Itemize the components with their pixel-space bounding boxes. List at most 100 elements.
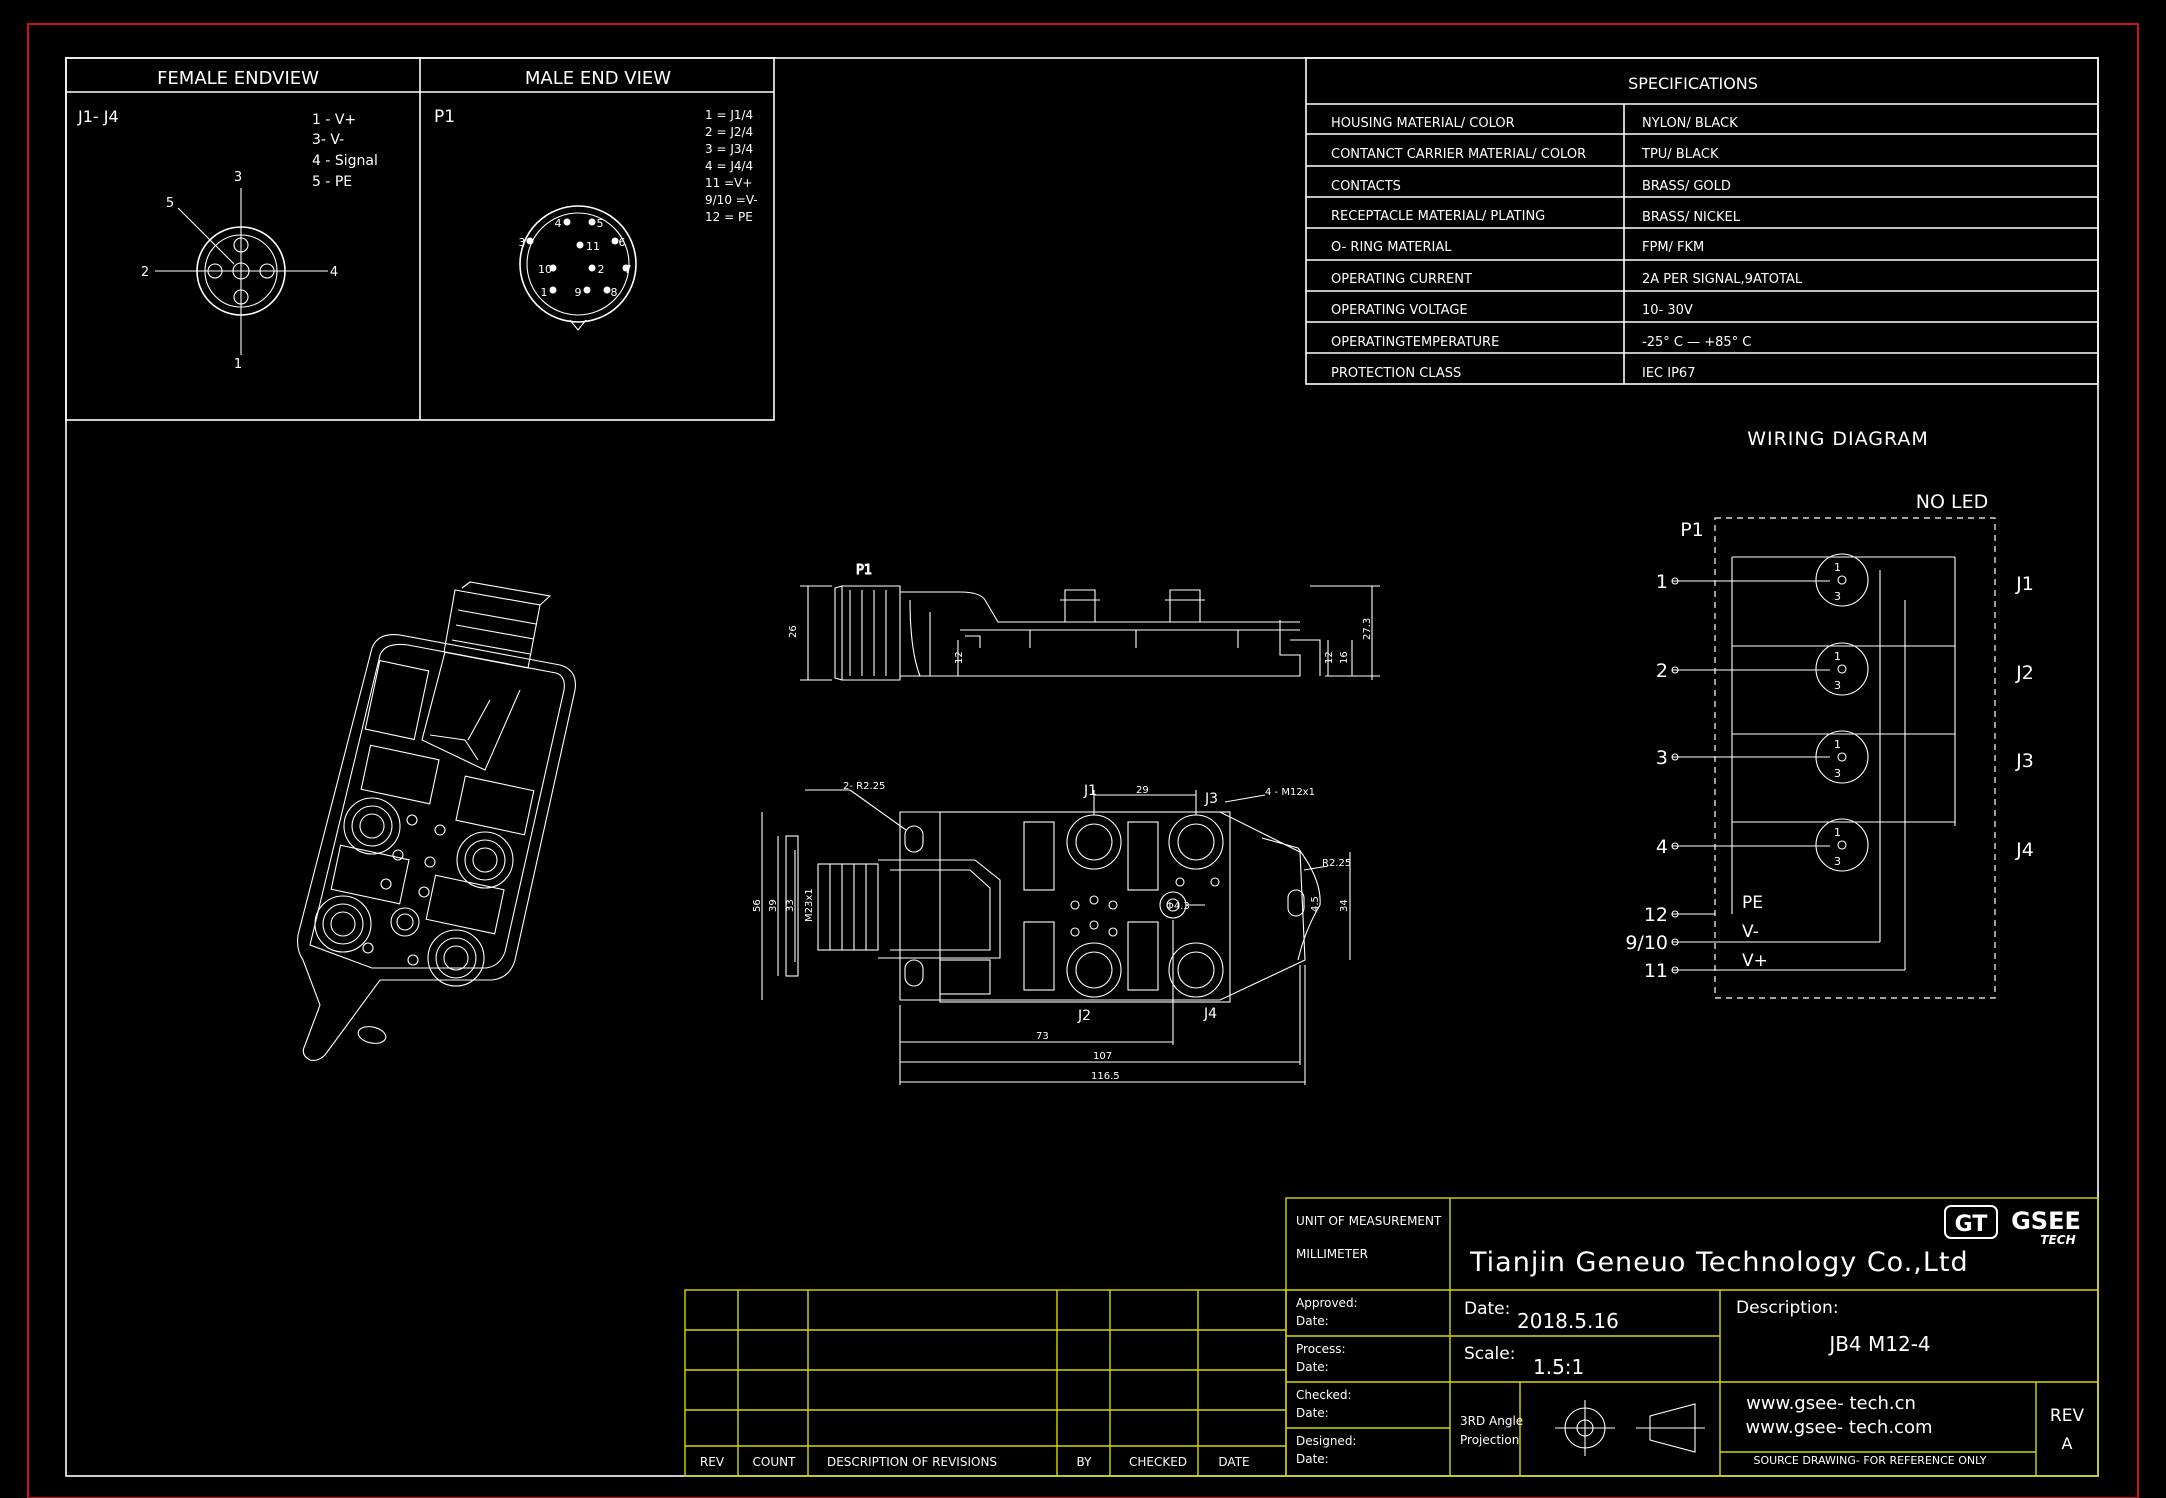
male-view-label: P1 [434,107,455,127]
male-pin-3: 3 [519,236,526,249]
wiring-jack-pin-1b: 1 [1834,650,1841,663]
wiring-jack-j1: J1 [2015,573,2034,595]
female-legend-2: 4 - Signal [312,153,378,169]
spec-label-4: O- RING MATERIAL [1331,240,1452,255]
spec-value-3: BRASS/ NICKEL [1642,210,1741,225]
wiring-left-pin-2: 2 [1656,660,1668,682]
female-pin-2: 2 [141,265,149,280]
top-dim-m23x1: M23x1 [804,888,815,922]
wiring-jack-pin-3: 3 [1834,590,1841,603]
top-jack-j4: J4 [1203,1006,1217,1022]
top-view: J1 J3 J2 J4 2- R2.25 29 4 - M12x1 R2.25 … [752,781,1351,1085]
male-legend-2: 3 = J3/4 [705,142,753,156]
spec-title: SPECIFICATIONS [1628,74,1758,93]
rev-header-checked: CHECKED [1129,1455,1187,1469]
wiring-left-pin-9-10: 9/10 [1625,932,1668,954]
wiring-jack-pin-3c: 3 [1834,767,1841,780]
projection-label-2: Projection [1460,1433,1519,1447]
male-connector-diagram: 1 2 3 4 5 6 7 8 9 10 11 [519,205,637,331]
unit-label: UNIT OF MEASUREMENT [1296,1214,1442,1228]
wiring-jack-pin-1c: 1 [1834,738,1841,751]
male-pin-10: 10 [538,263,552,276]
checked-label: Checked: [1296,1388,1352,1402]
date-label: Date: [1464,1299,1510,1319]
side-view: P1 26 12 12 16 27.3 [788,562,1380,681]
wiring-jack-j2: J2 [2015,662,2034,684]
wiring-signal-v-plus: V+ [1742,951,1768,971]
male-legend-4: 11 =V+ [705,176,752,190]
spec-value-2: BRASS/ GOLD [1642,179,1731,194]
source-note: SOURCE DRAWING- FOR REFERENCE ONLY [1753,1454,1986,1467]
rev-header-description: DESCRIPTION OF REVISIONS [827,1455,997,1469]
side-dim-27-3: 27.3 [1362,618,1373,640]
spec-label-7: OPERATINGTEMPERATURE [1331,335,1499,350]
female-legend-3: 5 - PE [312,174,352,190]
male-legend-3: 4 = J4/4 [705,159,753,173]
side-dim-12a: 12 [954,651,965,664]
url-com: www.gsee- tech.com [1745,1417,1932,1438]
male-view-title: MALE END VIEW [525,68,671,89]
end-views-box: FEMALE ENDVIEW MALE END VIEW J1- J4 P1 1… [65,57,775,421]
male-pin-7: 7 [625,263,632,276]
rev-header-by: BY [1077,1455,1093,1469]
approved-label: Approved: [1296,1296,1358,1310]
top-dim-m12x1: 4 - M12x1 [1265,787,1315,798]
side-dim-26: 26 [788,625,799,638]
spec-label-3: RECEPTACLE MATERIAL/ PLATING [1331,209,1545,224]
male-pin-2: 2 [598,263,605,276]
female-view-label: J1- J4 [77,107,119,126]
female-pin-5: 5 [166,196,174,211]
wiring-jack-pin-3d: 3 [1834,855,1841,868]
wiring-left-pin-11: 11 [1644,960,1668,982]
wiring-left-pin-1: 1 [1656,571,1668,593]
top-dim-33: 33 [785,899,796,912]
wiring-jack-j3: J3 [2015,750,2034,772]
female-connector-diagram: 1 2 3 4 5 [141,170,338,372]
wiring-jack-pin-1: 1 [1834,561,1841,574]
rev-value: A [2062,1434,2073,1453]
rev-header-count: COUNT [753,1455,797,1469]
specifications-table: SPECIFICATIONS HOUSING MATERIAL/ COLOR N… [1305,57,2099,385]
top-dim-73: 73 [1036,1031,1049,1042]
top-dim-107: 107 [1093,1051,1112,1062]
logo-text: GSEE [2011,1207,2081,1235]
rev-header-rev: REV [700,1455,725,1469]
company-logo: GT GSEE TECH [1944,1205,2081,1247]
wiring-left-pin-12: 12 [1644,904,1668,926]
top-dim-2-r2-25: 2- R2.25 [843,781,885,792]
description-value: JB4 M12-4 [1827,1332,1930,1356]
spec-value-7: -25° C — +85° C [1642,335,1751,350]
company-name: Tianjin Geneuo Technology Co.,Ltd [1469,1247,1969,1278]
top-dim-phi-4-3: Φ4.3 [1166,901,1190,912]
top-jack-j1: J1 [1083,783,1097,799]
spec-value-0: NYLON/ BLACK [1642,116,1738,131]
spec-label-2: CONTACTS [1331,179,1401,194]
male-legend-0: 1 = J1/4 [705,108,753,122]
description-label: Description: [1736,1298,1839,1318]
title-block: UNIT OF MEASUREMENT MILLIMETER Tianjin G… [1285,1197,2099,1477]
top-dim-29: 29 [1136,785,1149,796]
spec-value-8: IEC IP67 [1642,366,1695,381]
wiring-jack-pin-3b: 3 [1834,679,1841,692]
spec-label-6: OPERATING VOLTAGE [1331,303,1468,318]
female-legend-0: 1 - V+ [312,112,356,128]
male-pin-6: 6 [619,236,626,249]
side-view-label: P1 [856,563,872,578]
spec-value-1: TPU/ BLACK [1641,147,1719,162]
process-date-label: Date: [1296,1360,1329,1374]
male-pin-8: 8 [611,286,618,299]
male-pin-4: 4 [555,217,562,230]
top-jack-j2: J2 [1077,1008,1091,1024]
process-label: Process: [1296,1342,1346,1356]
female-legend-1: 3- V- [312,132,344,148]
top-dim-116-5: 116.5 [1091,1071,1120,1082]
spec-value-4: FPM/ FKM [1642,240,1704,255]
wiring-jack-pin-1d: 1 [1834,826,1841,839]
male-legend-1: 2 = J2/4 [705,125,753,139]
spec-label-5: OPERATING CURRENT [1331,272,1472,287]
wiring-plug-label: P1 [1680,519,1704,541]
rev-label: REV [2050,1406,2085,1426]
wiring-diagram: WIRING DIAGRAM NO LED P1 1 2 3 4 12 9/10… [1625,428,2034,999]
wiring-title: WIRING DIAGRAM [1747,428,1929,450]
